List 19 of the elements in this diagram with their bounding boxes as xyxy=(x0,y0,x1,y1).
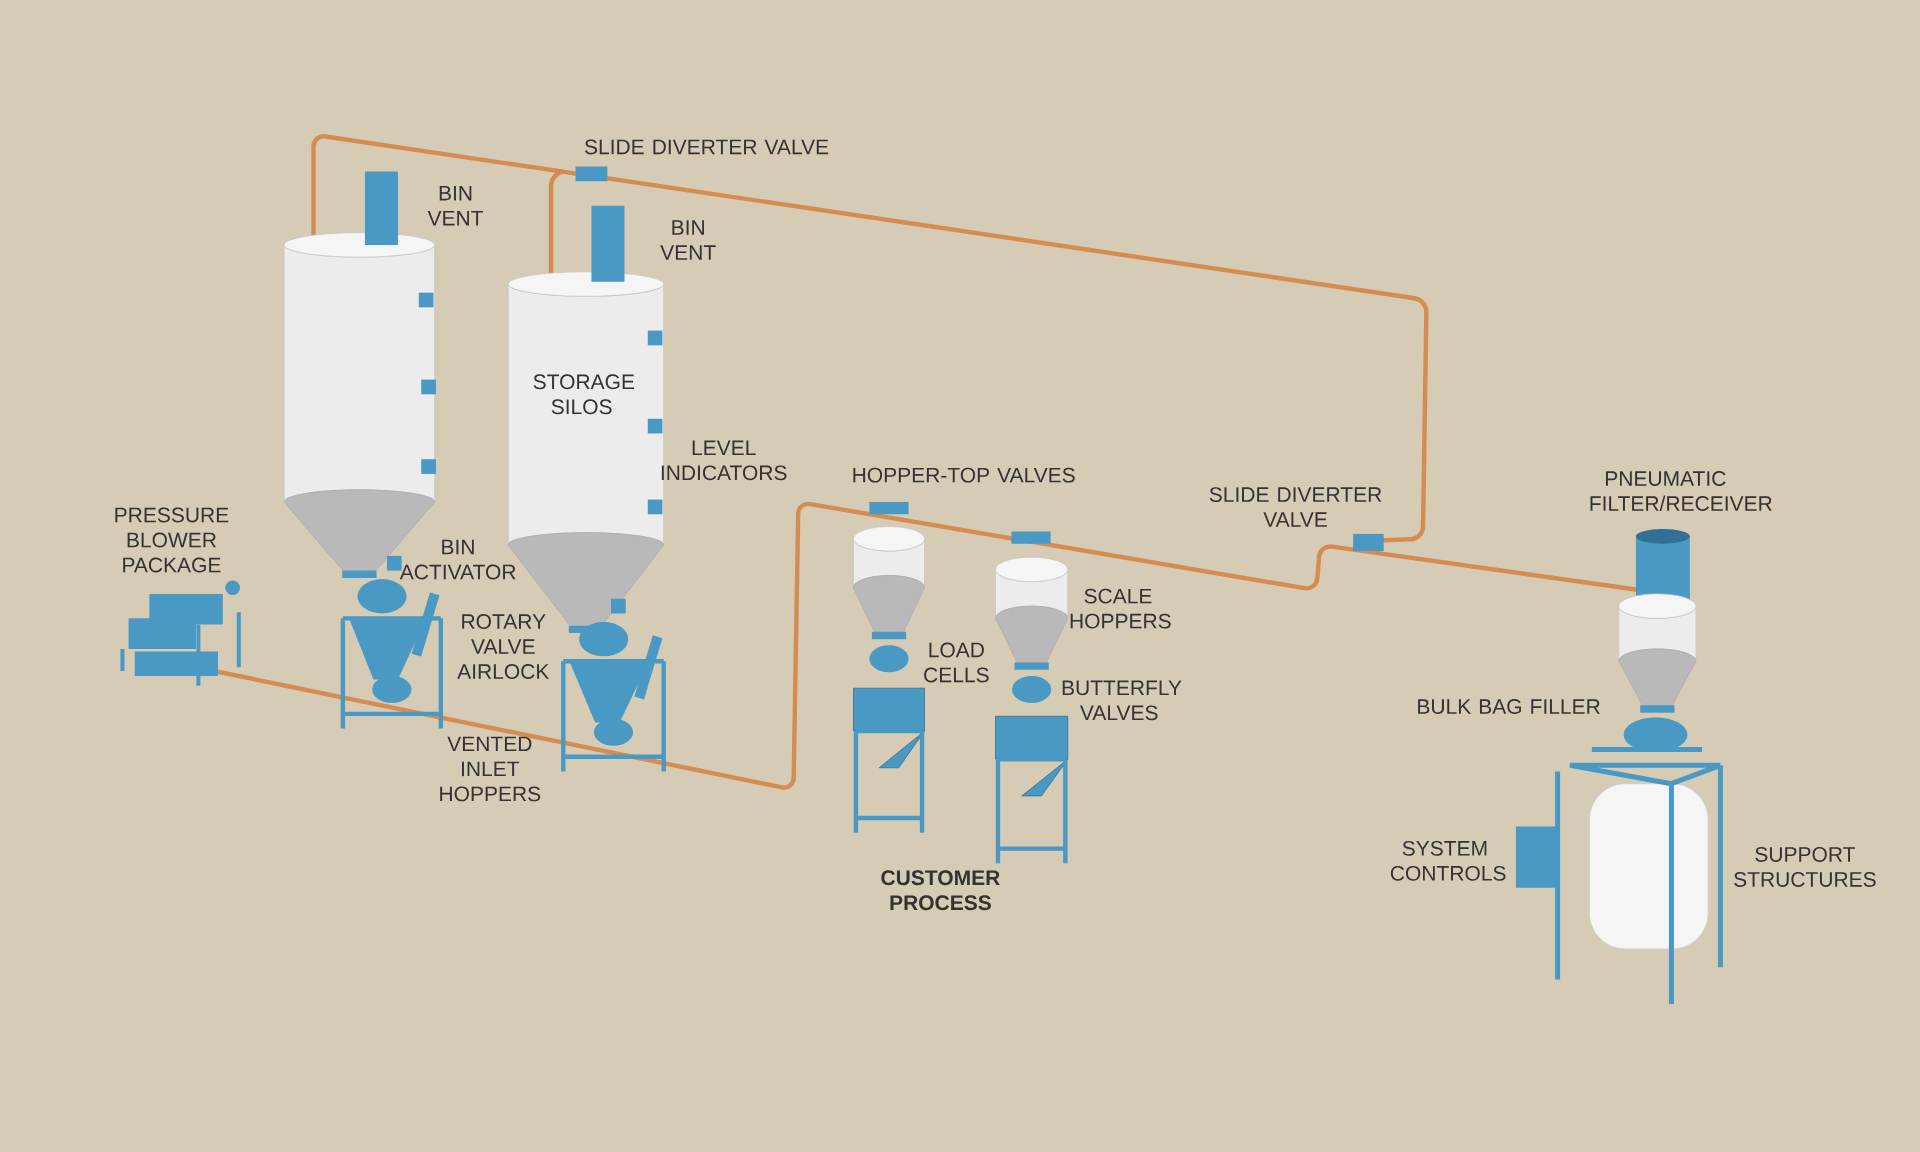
part-label: SUPPORT STRUCTURES xyxy=(1734,846,1876,887)
part-label: HOPPER-TOP VALVES xyxy=(853,467,1075,483)
part-label: BUTTERFLY VALVES xyxy=(1062,680,1182,721)
part-label: SLIDE DIVERTER VALVE xyxy=(584,139,829,155)
part-label: CUSTOMER PROCESS xyxy=(881,870,1000,911)
part-label: SLIDE DIVERTER VALVE xyxy=(1209,487,1382,527)
part-label: LEVEL INDICATORS xyxy=(661,440,787,481)
part-label: ROTARY VALVE AIRLOCK xyxy=(457,614,550,679)
part-label: STORAGE SILOS xyxy=(533,374,635,415)
part-label: BIN ACTIVATOR xyxy=(399,539,516,580)
part-label: BIN VENT xyxy=(660,220,716,260)
part-label: PNEUMATIC FILTER/RECEIVER xyxy=(1590,471,1772,511)
part-label: LOAD CELLS xyxy=(924,642,989,683)
part-label: SYSTEM CONTROLS xyxy=(1390,840,1506,881)
part-label: BIN VENT xyxy=(427,185,483,226)
part-label: SCALE HOPPERS xyxy=(1070,588,1171,629)
part-label: PRESSURE BLOWER PACKAGE xyxy=(115,507,229,573)
part-label: VENTED INLET HOPPERS xyxy=(440,736,541,802)
part-label: BULK BAG FILLER xyxy=(1418,699,1600,714)
